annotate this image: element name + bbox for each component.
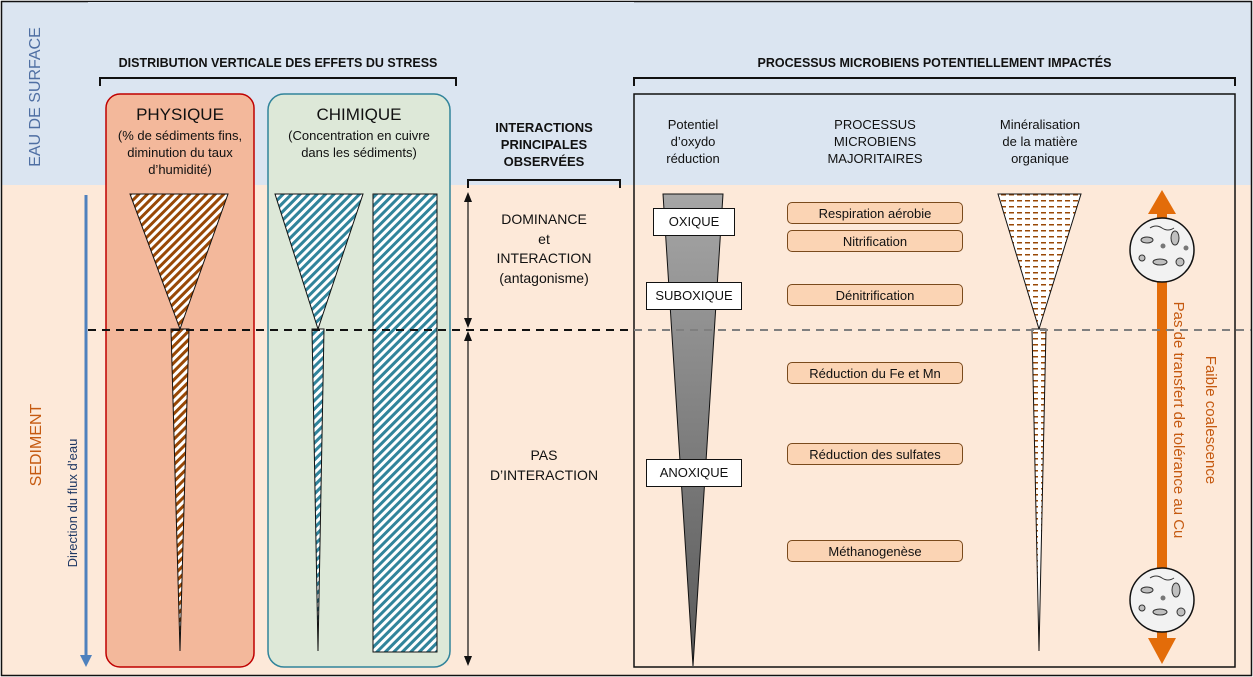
process-nitrification: Nitrification [787, 230, 963, 252]
coalescence-arrow-shaft [1157, 212, 1167, 640]
surface-zone-label: EAU DE SURFACE [27, 27, 44, 167]
lower-arrow-head-bottom [464, 656, 472, 666]
physique-description: (% de sédiments fins, diminution du taux… [117, 128, 243, 177]
coalescence-arrow-head-bottom [1148, 638, 1176, 664]
chimique-description: (Concentration en cuivre dans les sédime… [288, 128, 430, 160]
distribution-bracket [99, 77, 457, 86]
mineralisation-column-header: Minéralisation de la matière organique [999, 117, 1081, 166]
interaction-upper-text: DOMINANCE et INTERACTION (antagonisme) [496, 211, 592, 286]
redox-column-header: Potentiel d’oxydo réduction [666, 117, 720, 166]
mineralisation-cone-lower [1031, 328, 1047, 652]
processes-bracket [633, 77, 1236, 86]
distribution-header-band [88, 2, 634, 86]
flow-direction-label: Direction du flux d’eau [65, 438, 80, 568]
process-reduction-fe-mn: Réduction du Fe et Mn [787, 362, 963, 384]
physique-cone-upper [129, 193, 229, 331]
process-reduction-sulfates: Réduction des sulfates [787, 443, 963, 465]
redox-zone-oxique: OXIQUE [653, 208, 735, 236]
microbe-community-top [1129, 217, 1195, 283]
tolerance-transfer-label: Pas de transfert de tolérance au Cu [1170, 301, 1187, 539]
flow-arrow-head [80, 655, 92, 667]
microbe-community-bottom [1129, 567, 1195, 633]
process-respiration-aerobie: Respiration aérobie [787, 202, 963, 224]
mineralisation-cone-upper [997, 193, 1082, 331]
physique-title: PHYSIQUE [136, 105, 224, 124]
interactions-title: INTERACTIONS PRINCIPALES OBSERVÉES [495, 120, 593, 169]
upper-arrow-head-top [464, 192, 472, 202]
distribution-header: DISTRIBUTION VERTICALE DES EFFETS DU STR… [118, 56, 438, 70]
chimique-column [372, 193, 438, 653]
process-methanogenese: Méthanogenèse [787, 540, 963, 562]
sediment-zone-label: SEDIMENT [28, 403, 45, 487]
processes-column-header: PROCESSUS MICROBIENS MAJORITAIRES [827, 117, 923, 166]
chimique-title: CHIMIQUE [316, 105, 402, 124]
processes-header: PROCESSUS MICROBIENS POTENTIELLEMENT IMP… [757, 56, 1112, 70]
interaction-lower-text: PAS D’INTERACTION [489, 447, 599, 483]
processes-box [633, 93, 1236, 668]
redox-zone-suboxique: SUBOXIQUE [646, 282, 742, 310]
coalescence-arrow-head-top [1148, 190, 1176, 214]
process-denitrification: Dénitrification [787, 284, 963, 306]
interactions-bracket [467, 179, 621, 188]
lower-arrow-head-top [464, 331, 472, 341]
redox-zone-anoxique: ANOXIQUE [646, 459, 742, 487]
redox-cone [662, 193, 724, 667]
coalescence-label: Faible coalescence [1202, 355, 1219, 485]
chimique-cone-upper [274, 193, 364, 331]
upper-arrow-head-bottom [464, 318, 472, 328]
